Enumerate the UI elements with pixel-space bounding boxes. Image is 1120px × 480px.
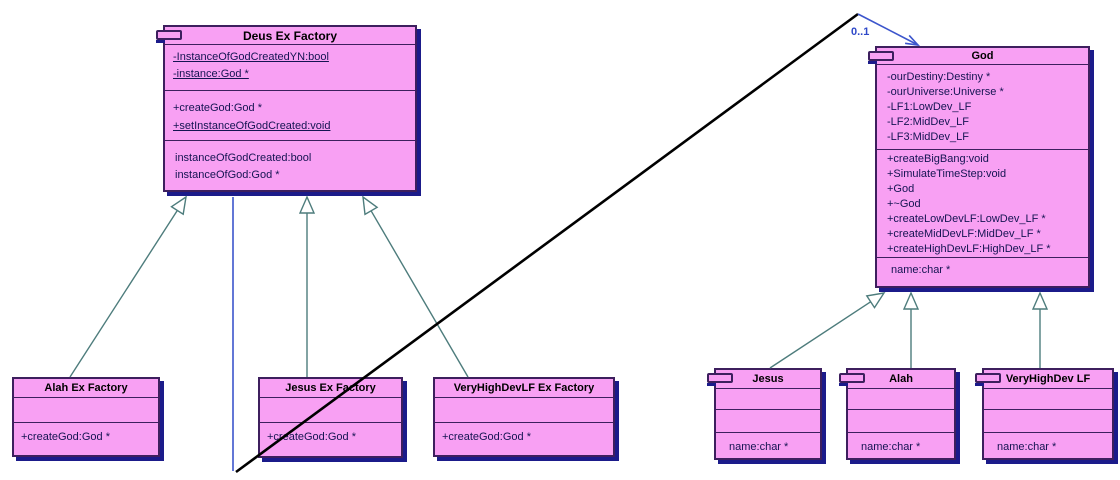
association-arrowhead-icon	[904, 34, 921, 47]
class-attribute: -ourDestiny:Destiny *	[887, 71, 991, 83]
class-icon	[839, 373, 865, 386]
class-operation: +~God	[887, 198, 921, 210]
class-operation: +createGod:God *	[173, 102, 262, 114]
class-attribute: -LF1:LowDev_LF	[887, 101, 972, 113]
class-operation: +createMidDevLF:MidDev_LF *	[887, 228, 1041, 240]
class-title: VeryHighDevLF Ex Factory	[435, 379, 613, 398]
inheritance-arrow-vhd-to-god	[1031, 291, 1049, 368]
inheritance-arrow-jesusfactory-to-deus	[298, 195, 316, 377]
class-operation: +createGod:God *	[267, 431, 356, 443]
class-box-veryhighdev-lf[interactable]: VeryHighDev LF name:char *	[975, 368, 1114, 460]
class-operation: +SimulateTimeStep:void	[887, 168, 1007, 180]
class-box-veryhighdevlf-ex-factory[interactable]: VeryHighDevLF Ex Factory +createGod:God …	[433, 377, 615, 457]
class-attribute: -instance:God *	[173, 68, 249, 80]
class-attribute: -LF2:MidDev_LF	[887, 116, 969, 128]
class-operation: +createHighDevLF:HighDev_LF *	[887, 243, 1051, 255]
class-box-alah-ex-factory[interactable]: Alah Ex Factory +createGod:God *	[12, 377, 160, 457]
class-box-god[interactable]: God -ourDestiny:Destiny * -ourUniverse:U…	[868, 46, 1090, 288]
class-attribute: -ourUniverse:Universe *	[887, 86, 1004, 98]
class-icon	[156, 30, 182, 43]
class-property: name:char *	[997, 441, 1057, 453]
class-operation: +createBigBang:void	[887, 153, 989, 165]
class-operation: +createLowDevLF:LowDev_LF *	[887, 213, 1046, 225]
class-box-jesus[interactable]: Jesus name:char *	[707, 368, 822, 460]
class-title: Deus Ex Factory	[165, 27, 415, 45]
class-box-deus-ex-factory[interactable]: Deus Ex Factory -InstanceOfGodCreatedYN:…	[156, 25, 417, 192]
class-property: instanceOfGodCreated:bool	[175, 152, 312, 164]
class-property: instanceOfGod:God *	[175, 169, 280, 181]
class-title: God	[877, 48, 1088, 65]
class-title: Alah Ex Factory	[14, 379, 158, 398]
class-title: VeryHighDev LF	[984, 370, 1112, 389]
class-box-alah[interactable]: Alah name:char *	[839, 368, 956, 460]
class-property: name:char *	[729, 441, 789, 453]
multiplicity-label: 0..1	[851, 26, 870, 38]
class-attribute: -LF3:MidDev_LF	[887, 131, 969, 143]
class-icon	[868, 51, 894, 64]
inheritance-arrow-alah-to-god	[902, 291, 920, 368]
inheritance-arrow-alahfactory-to-deus	[69, 195, 187, 378]
class-property: name:char *	[891, 264, 951, 276]
class-attribute: -InstanceOfGodCreatedYN:bool	[173, 51, 329, 63]
class-operation: +setInstanceOfGodCreated:void	[173, 120, 331, 132]
class-operation: +God	[887, 183, 915, 195]
class-icon	[707, 373, 733, 386]
class-property: name:char *	[861, 441, 921, 453]
class-operation: +createGod:God *	[442, 431, 531, 443]
class-title: Jesus Ex Factory	[260, 379, 401, 398]
inheritance-arrow-vhdfactory-to-deus	[362, 195, 469, 378]
class-box-jesus-ex-factory[interactable]: Jesus Ex Factory +createGod:God *	[258, 377, 403, 458]
inheritance-arrow-jesus-to-god	[769, 292, 886, 369]
class-title: Alah	[848, 370, 954, 389]
class-operation: +createGod:God *	[21, 431, 110, 443]
class-icon	[975, 373, 1001, 386]
